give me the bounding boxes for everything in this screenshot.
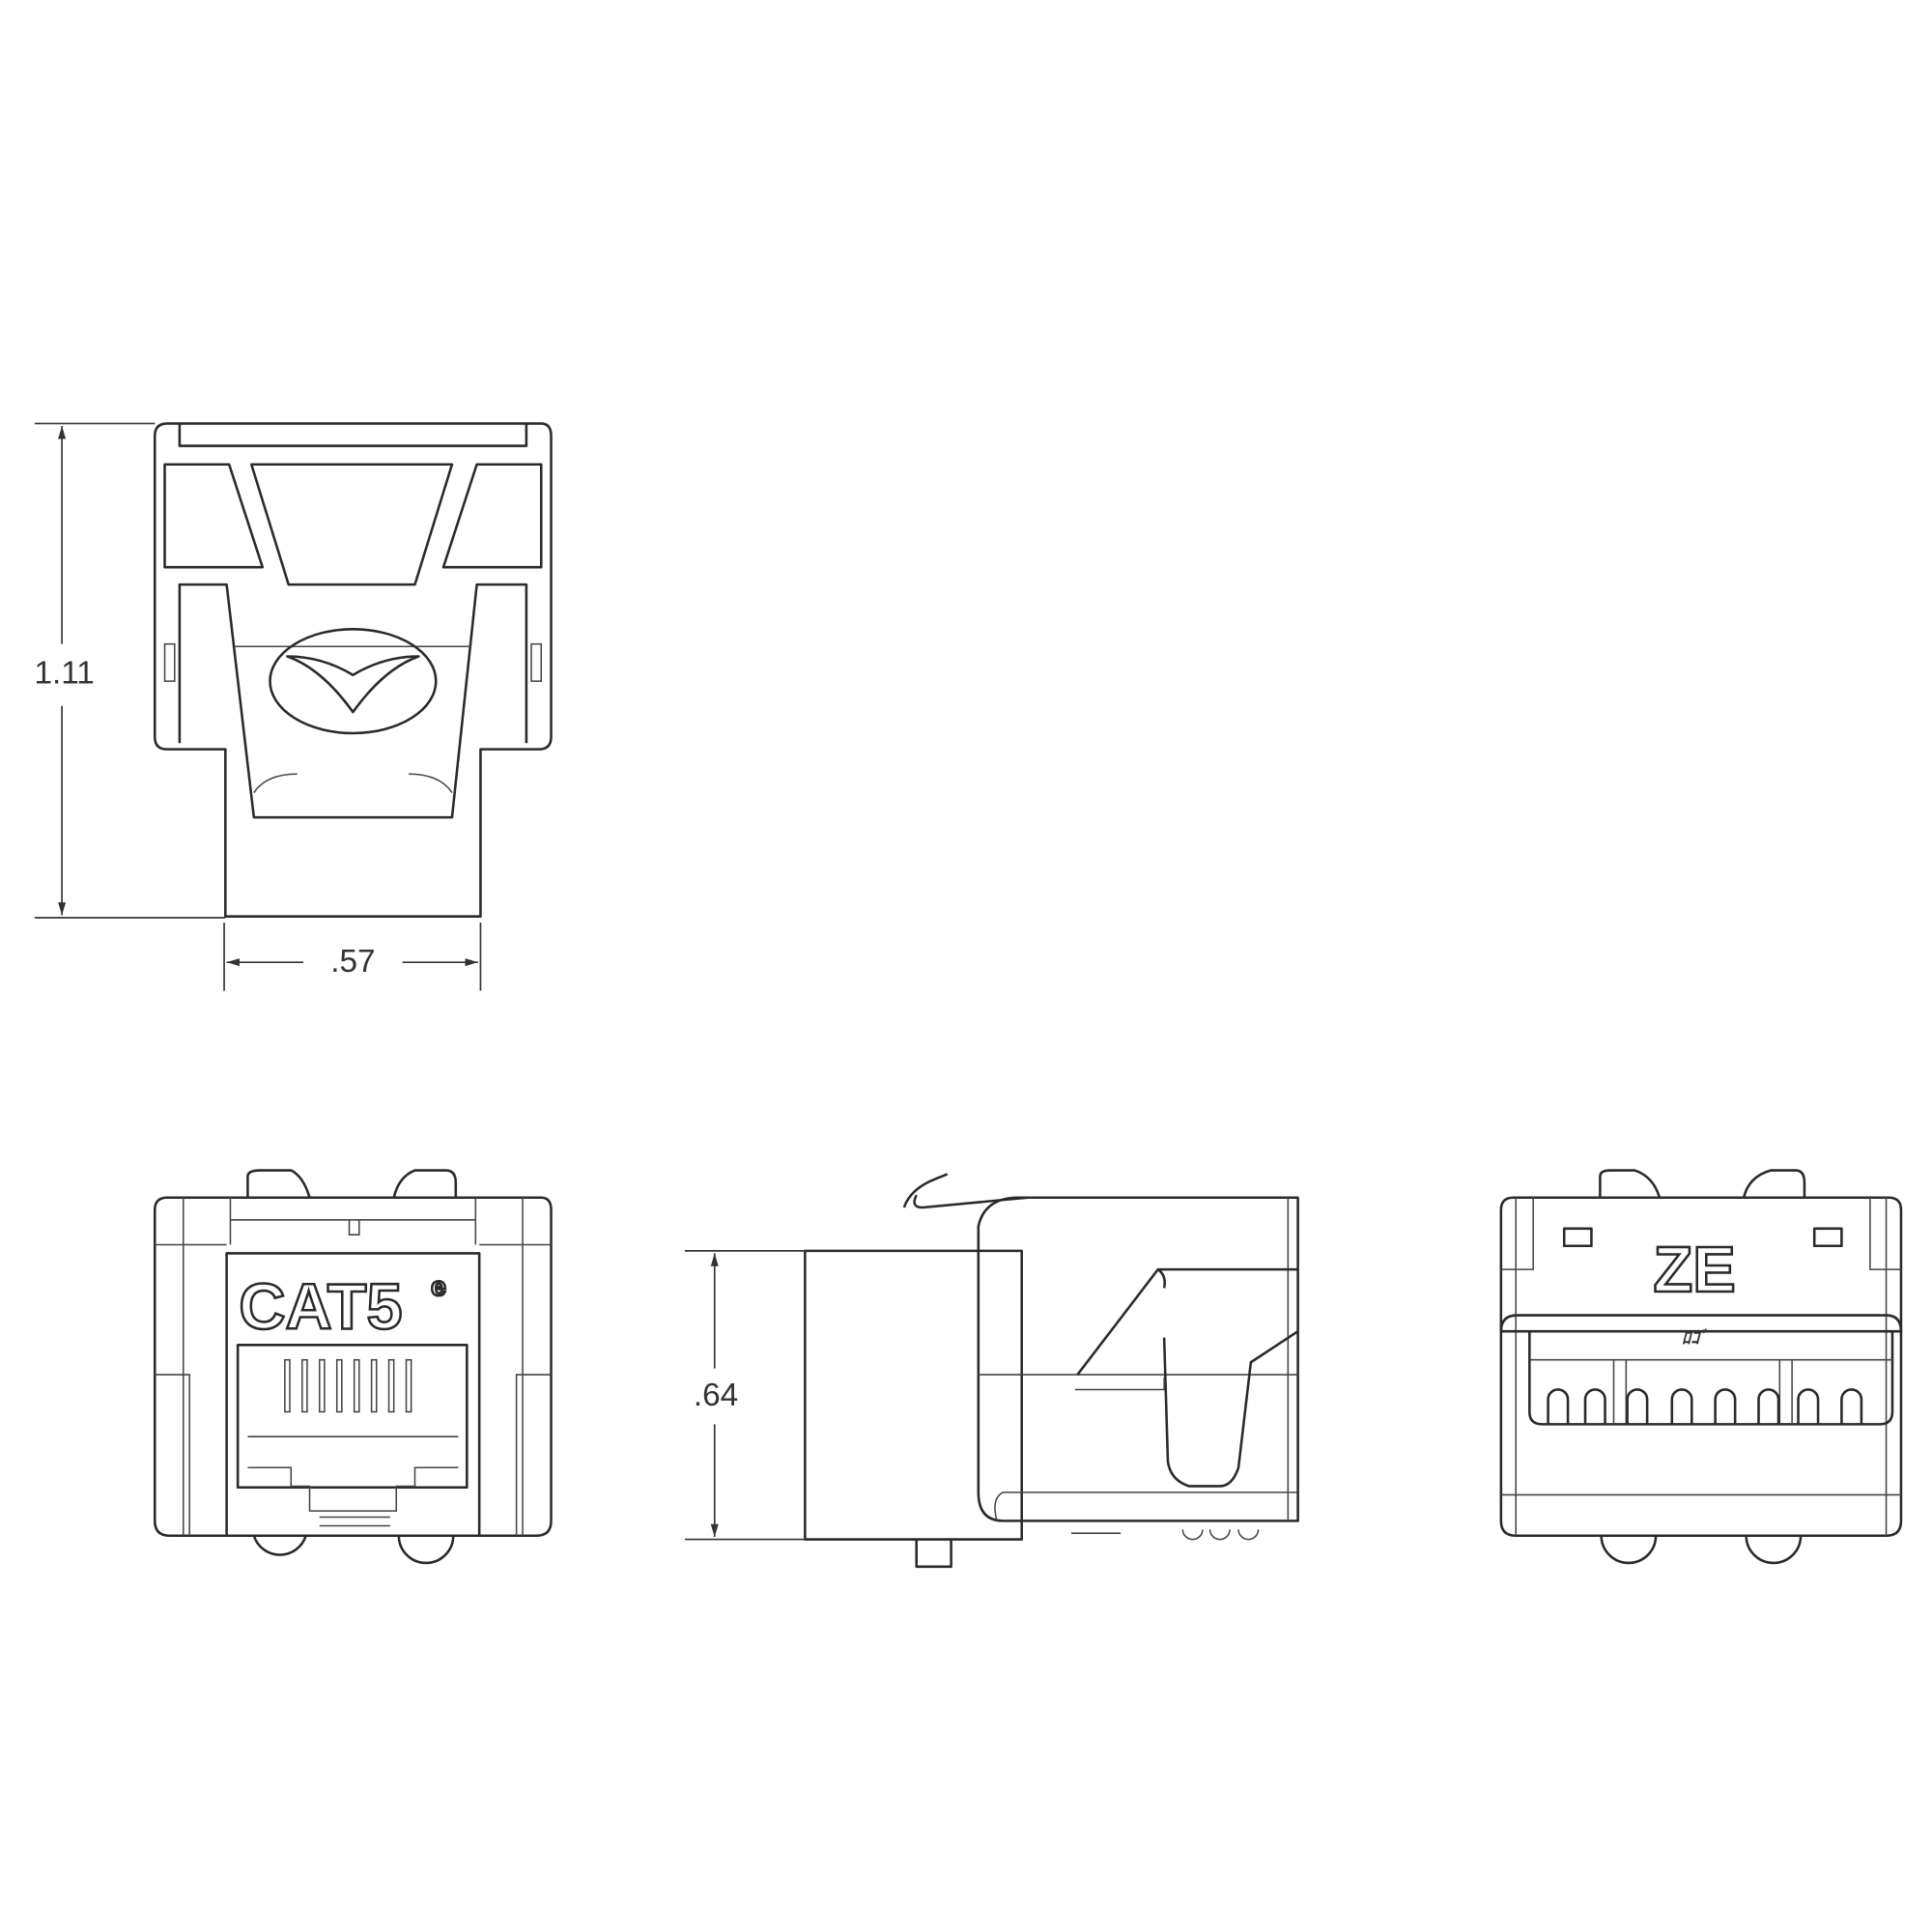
dimension-height-side: .64 (684, 1250, 806, 1541)
rear-view: ZE ﾛｺﾞ (1499, 1169, 1903, 1565)
window-left (163, 463, 265, 569)
port-contacts (284, 1358, 412, 1413)
front-view: CAT5 e (153, 1169, 553, 1565)
cat5e-logo: CAT5 (239, 1272, 402, 1344)
dimension-label: 1.11 (34, 656, 94, 692)
window-right (441, 463, 543, 569)
top-view (153, 422, 553, 919)
svg-text:ﾛｺﾞ: ﾛｺﾞ (1682, 1328, 1708, 1348)
side-view (804, 1173, 1299, 1569)
rj45-port (236, 1344, 469, 1490)
dimension-label: .57 (330, 944, 375, 980)
latch (178, 582, 528, 819)
idc-slots (1547, 1388, 1863, 1425)
svg-text:e: e (431, 1270, 446, 1301)
dimension-label: .64 (694, 1378, 738, 1413)
dimension-height-top: 1.11 (34, 422, 226, 919)
brand-emblem-icon (269, 628, 438, 735)
window-center (249, 463, 454, 586)
dimension-width-top: .57 (223, 923, 482, 991)
ze-logo: ZE (1654, 1235, 1736, 1306)
